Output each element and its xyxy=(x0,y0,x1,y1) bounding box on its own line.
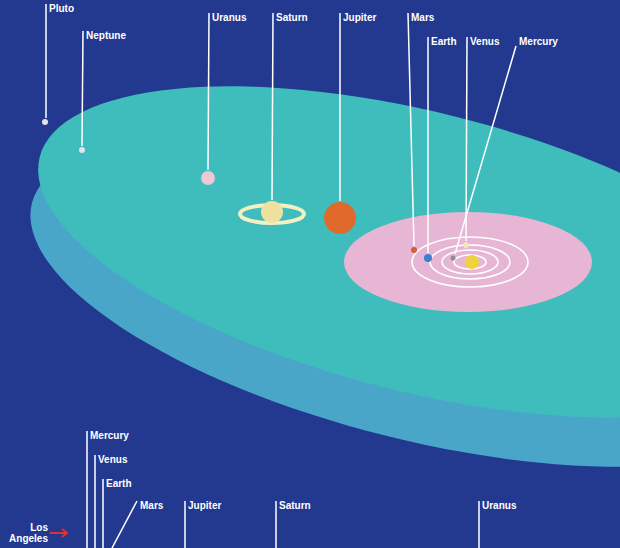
planet-label: Mars xyxy=(140,500,163,512)
mars-planet xyxy=(411,247,417,253)
jupiter-planet xyxy=(324,202,356,234)
earth-planet xyxy=(424,254,432,262)
planet-label: Saturn xyxy=(279,500,311,512)
planet-label: Saturn xyxy=(276,12,308,24)
planet-label: Earth xyxy=(106,478,132,490)
planet-label: Jupiter xyxy=(188,500,221,512)
orbit-disc-upper xyxy=(6,21,620,482)
pluto-planet xyxy=(42,119,48,125)
venus-planet xyxy=(463,242,469,248)
planet-label: Mercury xyxy=(519,36,558,48)
planet-label: Jupiter xyxy=(343,12,376,24)
planet-label: Mars xyxy=(411,12,434,24)
planet-label: Uranus xyxy=(482,500,516,512)
planet-label: Pluto xyxy=(49,3,74,15)
saturn-planet xyxy=(261,201,283,223)
uranus-planet xyxy=(201,171,215,185)
neptune-planet xyxy=(79,147,85,153)
planet-label: Venus xyxy=(98,454,127,466)
planet-label: Venus xyxy=(470,36,499,48)
inner-orbits xyxy=(412,237,528,287)
planet-label: Earth xyxy=(431,36,457,48)
sun xyxy=(465,255,479,269)
planet-label: Neptune xyxy=(86,30,126,42)
planet-label: Uranus xyxy=(212,12,246,24)
planet-label: Mercury xyxy=(90,430,129,442)
leader-lines xyxy=(46,4,516,254)
scale-lines xyxy=(87,431,479,548)
location-label: Los Angeles xyxy=(2,522,48,544)
mercury-planet xyxy=(451,256,456,261)
inner-disc xyxy=(344,212,592,312)
location-arrow xyxy=(50,529,67,537)
